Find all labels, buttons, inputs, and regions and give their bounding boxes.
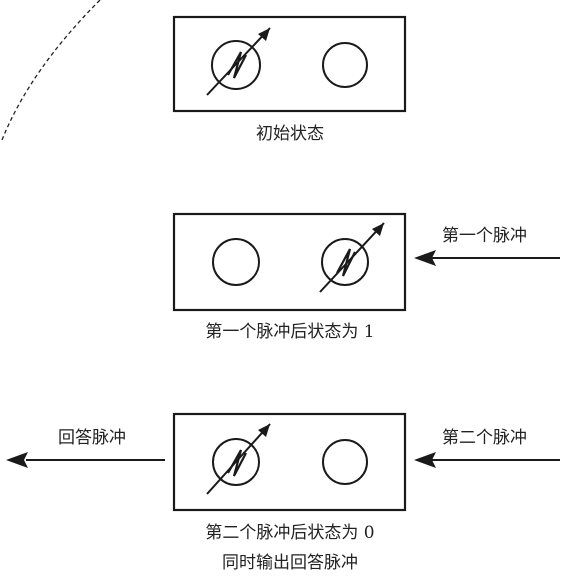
- stage3-left-element: [206, 423, 271, 495]
- stage1-box: [172, 15, 407, 113]
- stage2-caption: 第一个脉冲后状态为 1: [205, 322, 375, 342]
- stage2-right-element: [319, 222, 385, 293]
- stage3-output-arrow: [6, 452, 165, 468]
- stage3-caption-line2: 同时输出回答脉冲: [222, 553, 358, 573]
- stage2-left-element: [212, 238, 260, 286]
- stage3-output-label: 回答脉冲: [58, 428, 126, 448]
- stage2-input-label: 第一个脉冲: [442, 226, 527, 246]
- stage3-input-arrow: [414, 452, 560, 468]
- stage1-left-element: [206, 27, 271, 96]
- stage2-box: [172, 212, 407, 312]
- stage2-input-arrow: [414, 250, 560, 266]
- dashed-arc: [1, 0, 101, 141]
- stage3-right-element: [322, 439, 368, 485]
- stage3-input-label: 第二个脉冲: [442, 428, 527, 448]
- stage1-caption: 初始状态: [256, 124, 324, 144]
- stage3-box: [172, 412, 407, 512]
- stage3-caption: 第二个脉冲后状态为 0: [205, 523, 375, 543]
- stage1-right-element: [322, 42, 368, 88]
